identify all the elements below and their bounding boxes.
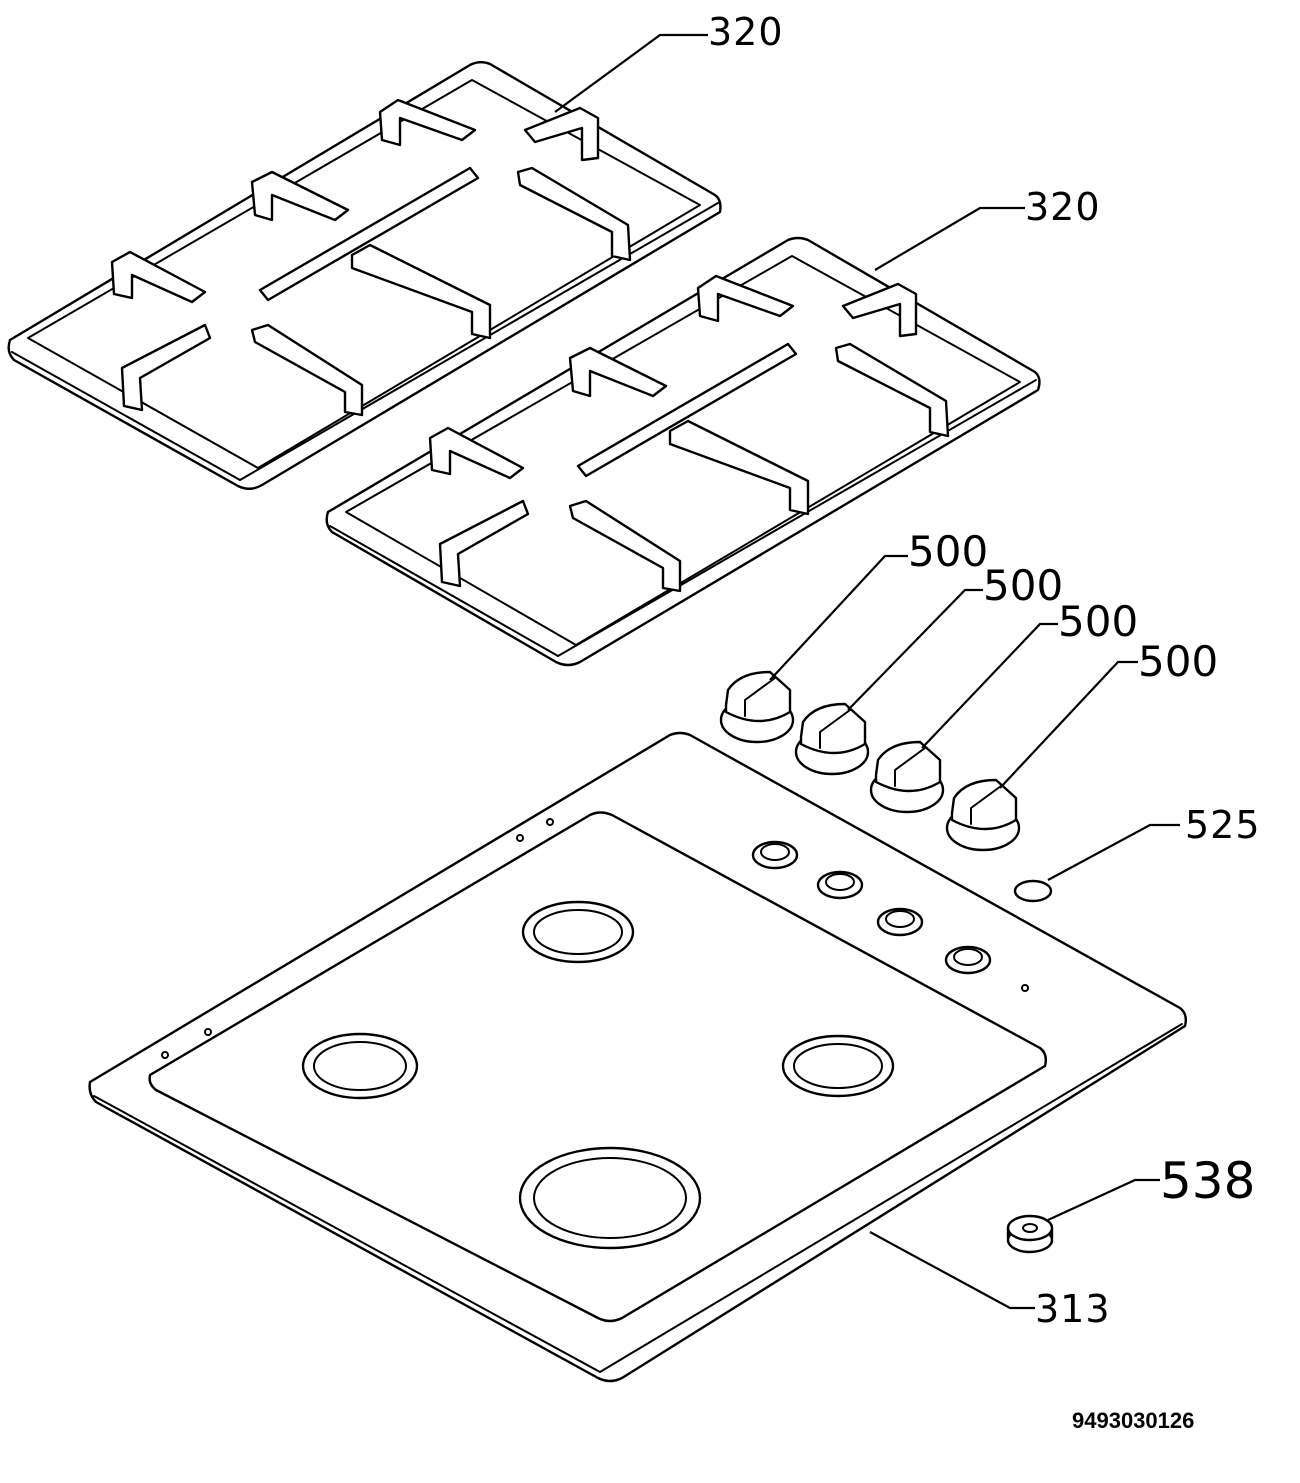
burner-top [521, 900, 635, 964]
document-number: 9493030126 [1072, 1408, 1194, 1433]
burner-bottom [518, 1146, 702, 1250]
grate-right [325, 236, 1041, 667]
callout-525: 525 [1185, 803, 1261, 847]
cap-538-part [1006, 1214, 1054, 1254]
leader-lines [554, 33, 1180, 1310]
hob-top-plate [88, 731, 1188, 1383]
grate-left [7, 61, 722, 490]
callout-500-knob-4: 500 [1138, 637, 1218, 686]
burner-right [781, 1034, 895, 1098]
knob-4 [945, 778, 1021, 852]
callout-500-knob-1: 500 [908, 527, 988, 576]
knob-3 [869, 740, 945, 814]
callout-313: 313 [1035, 1287, 1111, 1331]
callout-500-knob-3: 500 [1058, 597, 1138, 646]
knob-2 [794, 702, 870, 776]
callout-500-knob-2: 500 [983, 561, 1063, 610]
callout-320-right: 320 [1025, 185, 1101, 229]
knob-1 [719, 670, 795, 744]
cap-525-part [1013, 879, 1053, 903]
callout-320-left: 320 [708, 10, 784, 54]
burner-left [301, 1032, 419, 1100]
callout-538: 538 [1160, 1152, 1255, 1210]
